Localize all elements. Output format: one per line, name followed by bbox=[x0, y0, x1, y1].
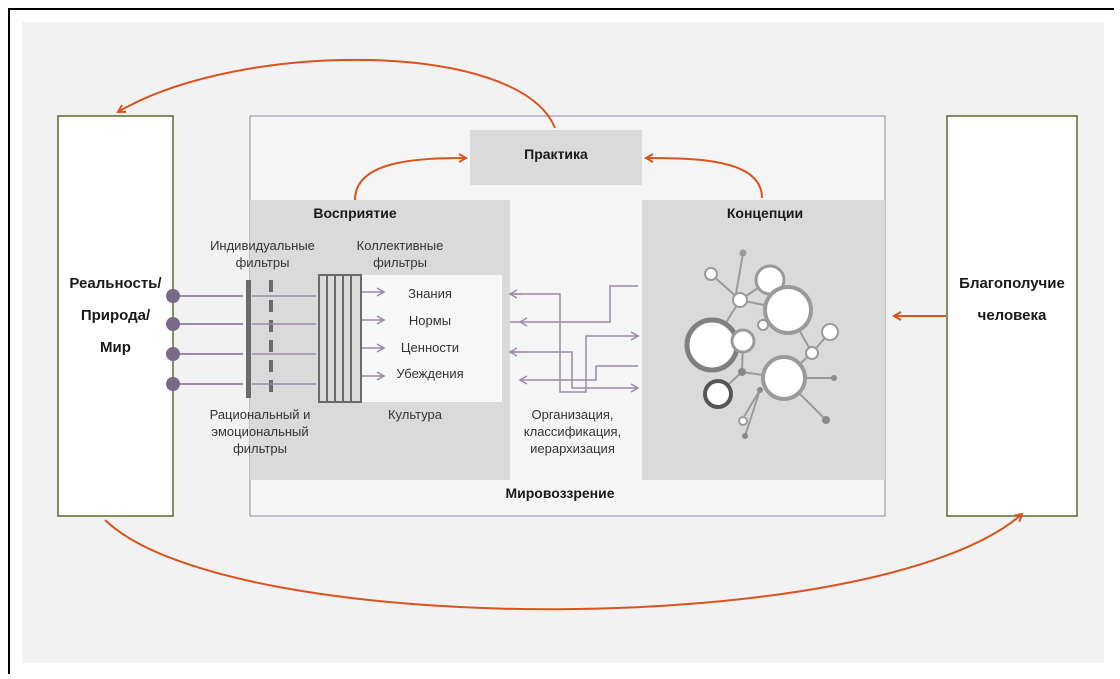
reality-line-1: Реальность/ bbox=[69, 275, 162, 292]
culture-item-values: Ценности bbox=[400, 340, 460, 355]
input-signals bbox=[166, 289, 243, 391]
worldview-label: Мировоззрение bbox=[505, 485, 615, 501]
wellbeing-line-1: Благополучие bbox=[959, 275, 1065, 292]
culture-item-knowledge: Знания bbox=[408, 286, 452, 301]
culture-item-norms: Нормы bbox=[408, 313, 452, 328]
practice-box bbox=[470, 130, 642, 185]
collective-filters-line-2: фильтры bbox=[373, 255, 427, 270]
culture-label: Культура bbox=[387, 407, 443, 422]
collective-filters-label: Коллективные фильтры bbox=[345, 237, 455, 271]
concepts-region bbox=[642, 200, 885, 480]
individual-filter-bars bbox=[246, 280, 273, 398]
rational-filters-line-2: эмоциональный bbox=[211, 424, 309, 439]
reality-label: Реальность/ Природа/ Мир bbox=[58, 268, 173, 364]
concept-nodes bbox=[684, 249, 839, 439]
collective-filter-grid bbox=[318, 274, 362, 403]
wellbeing-box bbox=[946, 115, 1078, 517]
individual-filters-label: Индивидуальные фильтры bbox=[200, 237, 325, 271]
collective-filters-line-1: Коллективные bbox=[356, 238, 444, 253]
outer-frame bbox=[8, 8, 1114, 674]
practice-label: Практика bbox=[524, 146, 588, 162]
rational-filters-label: Рациональный и эмоциональный фильтры bbox=[195, 406, 325, 457]
wellbeing-label: Благополучие человека bbox=[947, 268, 1077, 332]
reality-line-3: Мир bbox=[100, 339, 131, 356]
organization-line-1: Организация, bbox=[531, 407, 614, 422]
perception-label: Восприятие bbox=[313, 205, 397, 221]
organization-arrows bbox=[508, 285, 640, 393]
organization-line-3: иерархизация bbox=[530, 441, 615, 456]
filter-arrows bbox=[252, 287, 386, 385]
organization-label: Организация, классификация, иерархизация bbox=[510, 406, 635, 457]
arrow-perception-to-practice bbox=[354, 158, 466, 201]
concepts-label: Концепции bbox=[726, 205, 804, 221]
reality-box bbox=[57, 115, 174, 517]
organization-line-2: классификация, bbox=[523, 424, 622, 439]
rational-filters-line-1: Рациональный и bbox=[209, 407, 311, 422]
rational-filters-line-3: фильтры bbox=[233, 441, 287, 456]
reality-line-2: Природа/ bbox=[80, 307, 151, 324]
arrow-reality-to-wellbeing bbox=[104, 514, 1022, 611]
arrow-practice-to-reality bbox=[118, 58, 556, 129]
wellbeing-line-2: человека bbox=[977, 307, 1047, 324]
culture-item-beliefs: Убеждения bbox=[396, 366, 464, 381]
arrow-concepts-to-practice bbox=[646, 158, 763, 199]
individual-filters-line-1: Индивидуальные bbox=[210, 238, 315, 253]
individual-filters-line-2: фильтры bbox=[235, 255, 290, 270]
